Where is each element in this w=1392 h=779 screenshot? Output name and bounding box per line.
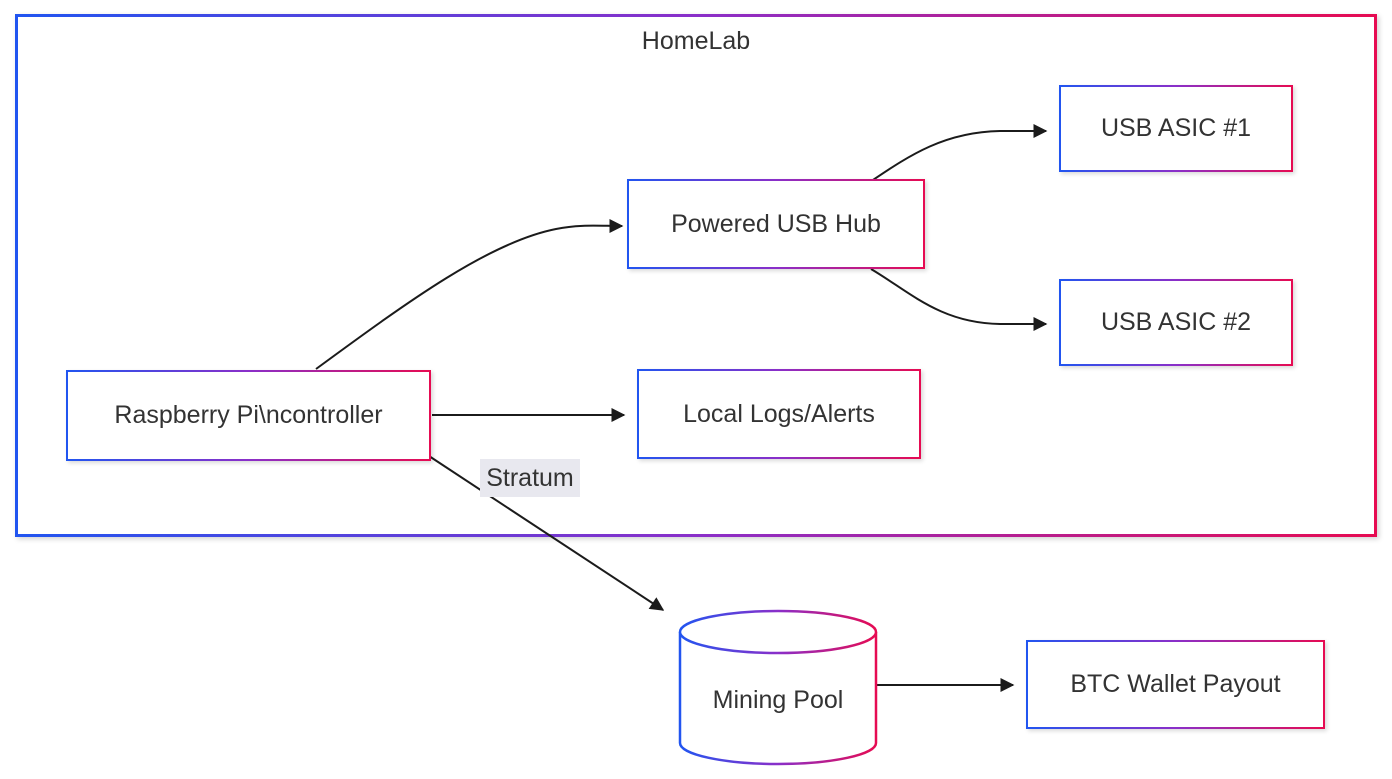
node-powered-usb-hub: Powered USB Hub <box>627 179 925 269</box>
node-label: Powered USB Hub <box>671 209 881 238</box>
edge-label-stratum: Stratum <box>480 459 580 497</box>
node-label: Local Logs/Alerts <box>683 399 875 428</box>
subgraph-title: HomeLab <box>641 27 751 55</box>
node-label: Raspberry Pi\ncontroller <box>114 401 383 429</box>
node-usb-asic-2: USB ASIC #2 <box>1059 279 1293 366</box>
node-mining-pool-label: Mining Pool <box>712 685 844 714</box>
node-label: USB ASIC #1 <box>1100 114 1252 142</box>
node-usb-asic-1: USB ASIC #1 <box>1059 85 1293 172</box>
node-label: USB ASIC #2 <box>1100 308 1252 336</box>
node-raspberry-pi-controller: Raspberry Pi\ncontroller <box>66 370 431 461</box>
node-btc-wallet-payout: BTC Wallet Payout <box>1026 640 1325 729</box>
node-local-logs-alerts: Local Logs/Alerts <box>637 369 921 459</box>
node-label: BTC Wallet Payout <box>1070 670 1281 698</box>
